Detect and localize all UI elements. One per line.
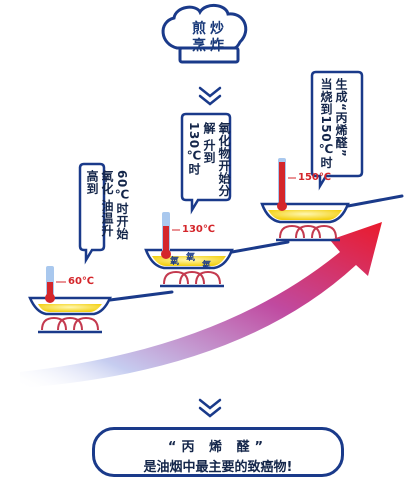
pan-handle-3 — [346, 194, 404, 208]
flame-icon — [41, 316, 99, 331]
temperature-label-3: 150℃ — [298, 172, 331, 183]
oil-2 — [152, 256, 226, 266]
thermometer-icon — [161, 212, 180, 259]
speech-bubble-3 — [310, 70, 364, 191]
thermometer-mercury — [47, 282, 53, 296]
conclusion-box: “丙 烯 醛” 是油烟中最主要的致癌物! — [92, 427, 344, 477]
oxygen-label: 氧 — [186, 253, 196, 263]
pan-handle-1 — [108, 290, 174, 302]
chevron-down-icon — [198, 86, 222, 106]
thermometer-mercury — [163, 226, 169, 252]
conclusion-title: “丙 烯 醛” — [167, 440, 269, 455]
stage-1-col-2: 60℃时开始氧化 — [100, 170, 129, 240]
speech-bubble-2 — [180, 112, 232, 215]
pan-handle-2 — [230, 240, 290, 254]
stage-3-text: 生成“丙烯醛” 当烧到150℃时 — [318, 78, 348, 174]
chevron-down-icon — [198, 398, 222, 418]
stage-1-col-1: 油温升高到 — [85, 170, 114, 238]
stage-2-text: 氧化物开始分解 升到130℃时 — [186, 122, 231, 198]
stage-2-col-2: 氧化物开始分解 — [202, 122, 231, 197]
conclusion-text: 是油烟中最主要的致癌物! — [143, 460, 293, 475]
oil-1 — [38, 304, 102, 312]
oil-3 — [268, 210, 342, 220]
stage-3-col-2: 生成“丙烯醛” — [334, 78, 348, 158]
stage-2-col-1: 升到130℃时 — [187, 122, 216, 176]
chef-hat-icon — [161, 4, 248, 64]
temperature-label-1: 60℃ — [68, 276, 95, 287]
thermometer-icon — [45, 266, 66, 303]
hat-line-1: 煎炒 — [192, 21, 228, 37]
oxygen-label: 氧 — [202, 261, 212, 271]
chef-hat-label: 煎炒 烹炸 — [186, 21, 234, 55]
heat-arrow — [20, 222, 382, 388]
hat-line-2: 烹炸 — [192, 38, 228, 54]
temperature-label-2: 130℃ — [182, 224, 215, 235]
oxygen-label: 氧 — [170, 257, 180, 267]
stage-1-text: 60℃时开始氧化 油温升高到 — [84, 170, 129, 246]
flame-icon — [163, 270, 221, 285]
thermometer-icon — [277, 158, 296, 211]
thermometer-mercury — [279, 162, 285, 204]
speech-bubble-1 — [78, 162, 106, 265]
stage-3-col-1: 当烧到150℃时 — [319, 78, 333, 170]
flame-icon — [279, 224, 337, 239]
